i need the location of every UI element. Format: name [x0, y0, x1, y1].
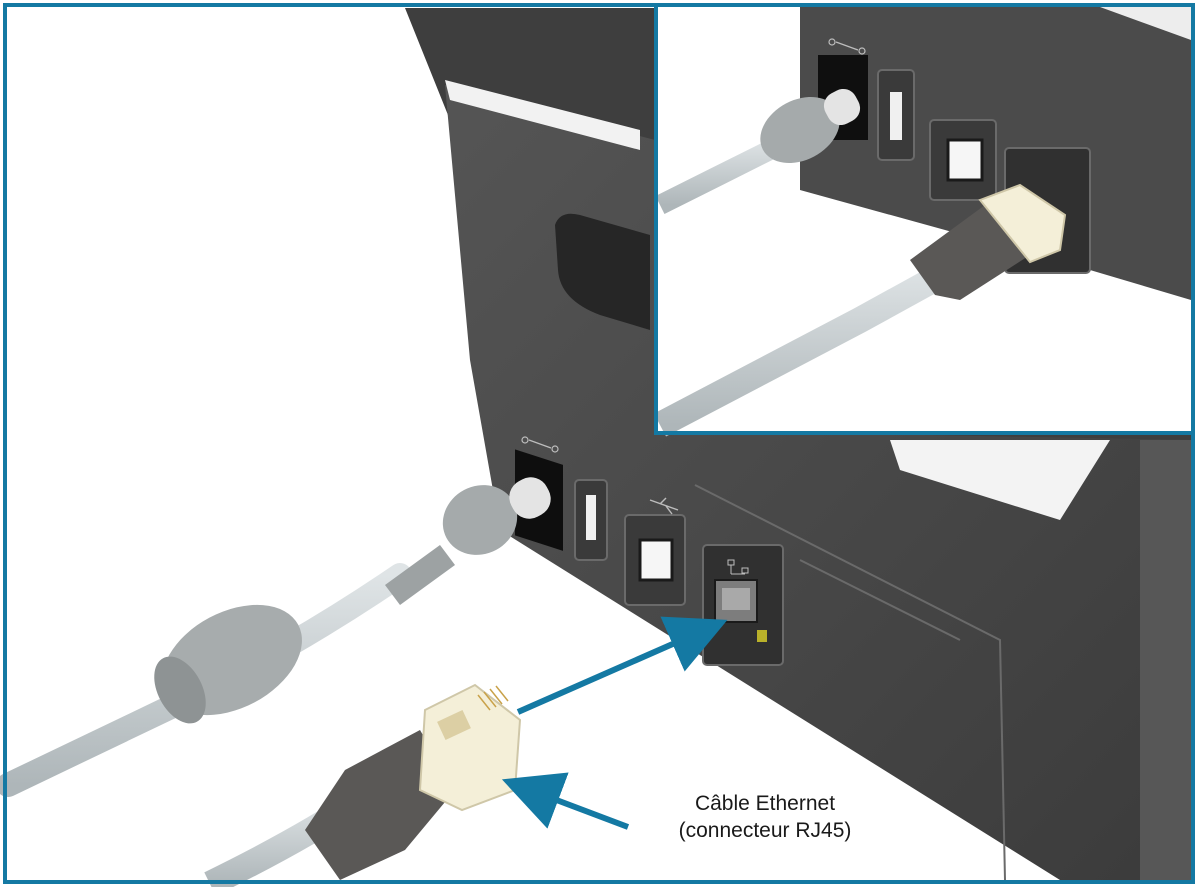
- inset-frame: [654, 3, 1195, 435]
- ethernet-port-icon: [727, 559, 749, 575]
- inset-power-plug: [760, 96, 840, 164]
- printer-side: [1140, 440, 1195, 880]
- paper-slot: [890, 440, 1110, 520]
- power-plug-strain: [385, 545, 455, 605]
- power-port-icon: [521, 436, 559, 453]
- inset-top-strip: [1100, 7, 1191, 40]
- callout-line-2: (connecteur RJ45): [678, 819, 852, 842]
- usb-icon: [649, 497, 679, 515]
- printer-light-strip: [445, 80, 640, 150]
- callout-label: Câble Ethernet (connecteur RJ45): [600, 790, 930, 844]
- panel-line: [694, 484, 1006, 881]
- panel-line-2: [799, 559, 961, 641]
- rj45-boot: [305, 730, 455, 880]
- printer-rear: [405, 8, 1195, 881]
- inset-rj45-plug: [978, 183, 1067, 264]
- inset-view: [653, 7, 1191, 437]
- inset-rj45-boot: [910, 205, 1030, 300]
- outer-frame: [3, 3, 1195, 884]
- power-cable-main: [0, 477, 551, 797]
- printer-handle-cutout: [555, 213, 650, 330]
- power-port-icon: [828, 38, 866, 55]
- insert-arrow: [516, 616, 728, 715]
- callout-arrow: [501, 772, 630, 830]
- power-plug: [442, 485, 518, 555]
- ethernet-cable-main: [204, 683, 522, 887]
- callout-line-1: Câble Ethernet: [694, 792, 836, 815]
